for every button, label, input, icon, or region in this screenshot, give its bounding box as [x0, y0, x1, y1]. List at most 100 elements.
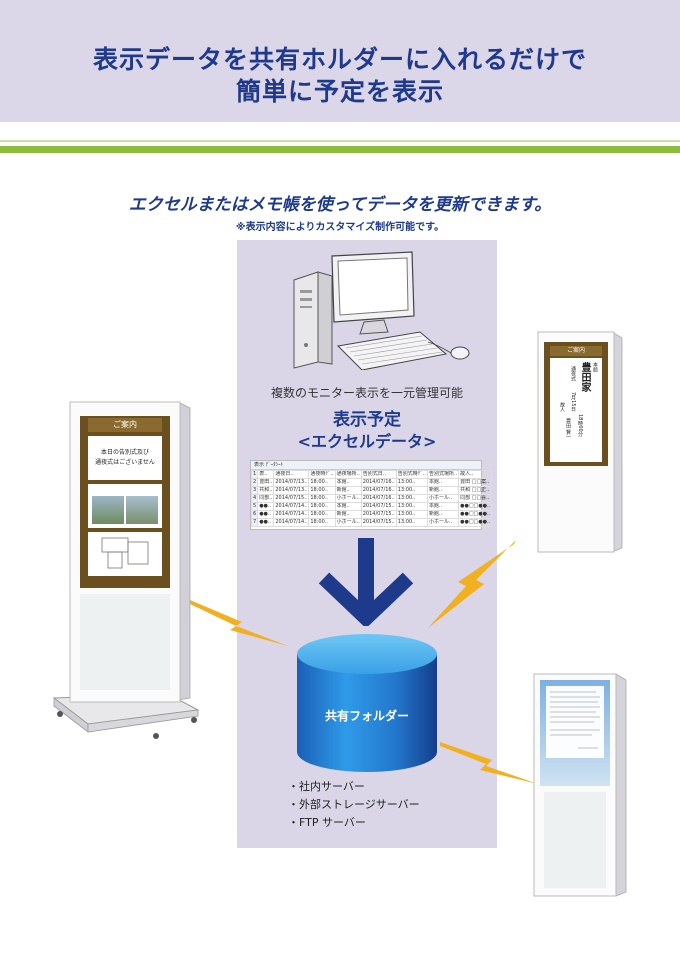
table-header-row: 1 表.. 通夜日.. 通夜時ﾃﾞ.. 通夜場所.. 告別式日.. 告別式時ﾃﾞ…	[250, 470, 493, 479]
table-cell: 本館..	[426, 502, 460, 511]
table-cell: 2014/07/13..	[273, 478, 310, 487]
table-row: 3 共和.. 2014/07/13.. 18:00.. 新館.. 2014/07…	[250, 486, 493, 495]
left-kiosk-message-line: 本日の告別式及び	[100, 449, 149, 456]
table-cell: 新館..	[426, 486, 460, 495]
table-cell: 18:00..	[308, 502, 336, 511]
management-caption: 複数のモニター表示を一元管理可能	[270, 386, 463, 400]
table-header-cell: 通夜日..	[273, 470, 310, 479]
left-kiosk-header: ご案内	[88, 418, 162, 432]
shared-folder-label: 共有フォルダー	[324, 709, 409, 723]
schedule-subtitle: <エクセルデータ>	[297, 432, 437, 451]
table-header-cell: 故人..	[458, 470, 493, 479]
lightning-bolt-icon	[428, 540, 516, 628]
table-cell: ●●□□●●..	[458, 510, 493, 519]
lightning-bolt-icon	[440, 742, 538, 784]
title-line-1: 表示データを共有ホルダーに入れるだけで	[92, 45, 587, 74]
list-item: ・外部ストレージサーバー	[288, 798, 420, 811]
table-cell: 18:00..	[308, 494, 336, 503]
spreadsheet-tab: 表示 ﾃﾞｰﾀｼｰﾄ	[251, 461, 481, 470]
table-row: 2 豊田.. 2014/07/13.. 18:00.. 本館.. 2014/07…	[250, 478, 493, 487]
table-cell: 13:00..	[395, 502, 428, 511]
left-kiosk-map-panel	[88, 532, 162, 576]
left-kiosk: ご案内 本日の告別式及び 通夜式はございません	[48, 398, 203, 743]
right-kiosk-family: 豊田家	[579, 362, 590, 392]
table-row: 5 ●●.. 2014/07/14.. 18:00.. 本館.. 2014/07…	[250, 502, 493, 511]
left-kiosk-message-line: 通夜式はございません	[95, 459, 155, 466]
table-row: 7 ●●.. 2014/07/14.. 18:00.. 小ホール.. 2014/…	[250, 518, 493, 527]
table-cell: 新館..	[334, 486, 362, 495]
right-kiosk-deceased: 豊田 賢一	[565, 418, 571, 440]
subtitle: エクセルまたはメモ帳を使ってデータを更新できます。	[128, 195, 552, 215]
table-cell: 小ホール..	[334, 494, 362, 503]
table-cell: 小ホール..	[426, 494, 460, 503]
right-top-kiosk: ご案内 本館 豊田家 通夜式 7月15日 18時00分 故人 豊田 賢一	[536, 330, 626, 554]
down-arrow-icon	[318, 538, 414, 626]
table-cell: 新館..	[426, 510, 460, 519]
table-cell: 共和 □□正..	[458, 486, 493, 495]
table-cell: 本館..	[334, 478, 362, 487]
page-title: 表示データを共有ホルダーに入れるだけで 簡単に予定を表示	[0, 44, 680, 108]
table-cell: ●●□□●●..	[458, 502, 493, 511]
server-list: ・社内サーバー ・外部ストレージサーバー ・FTP サーバー	[288, 778, 420, 832]
photo-image	[92, 496, 124, 524]
table-cell: 2014/07/15..	[273, 494, 310, 503]
right-kiosk-screen: 本館 豊田家 通夜式 7月15日 18時00分 故人 豊田 賢一	[550, 358, 602, 462]
table-row: 4 同部.. 2014/07/15.. 18:00.. 小ホール.. 2014/…	[250, 494, 493, 503]
table-cell: 小ホール..	[334, 518, 362, 527]
table-cell: 18:00..	[308, 510, 336, 519]
spreadsheet-preview: 表示 ﾃﾞｰﾀｼｰﾄ 1 表.. 通夜日.. 通夜時ﾃﾞ.. 通夜場所.. 告別…	[250, 460, 493, 530]
table-cell: 2014/07/16..	[360, 478, 397, 487]
table-header-cell: 通夜場所..	[334, 470, 362, 479]
table-cell: 2014/07/14..	[273, 502, 310, 511]
table-cell: ●●□□●●..	[458, 518, 493, 527]
right-kiosk-time: 18時00分	[577, 414, 583, 437]
table-cell: 18:00..	[308, 478, 336, 487]
table-header-cell: 告別式場所..	[426, 470, 460, 479]
table-row: 6 ●●.. 2014/07/14.. 18:00.. 新館.. 2014/07…	[250, 510, 493, 519]
table-header-cell: 表..	[257, 470, 275, 479]
table-cell: 13:00..	[395, 494, 428, 503]
left-kiosk-photo-panel	[88, 484, 162, 528]
right-kiosk-header: ご案内	[550, 346, 602, 356]
photo-image	[126, 496, 158, 524]
table-cell: 2014/07/15..	[360, 510, 397, 519]
desktop-computer-icon	[293, 251, 470, 370]
table-cell: 本館..	[334, 502, 362, 511]
schedule-title: 表示予定	[333, 410, 401, 430]
table-cell: 2014/07/16..	[360, 486, 397, 495]
table-cell: 共和..	[257, 486, 275, 495]
customize-note: ※表示内容によりカスタマイズ制作可能です。	[235, 222, 445, 233]
table-cell: 2014/07/13..	[273, 486, 310, 495]
right-bottom-kiosk	[530, 672, 630, 898]
table-cell: 豊田..	[257, 478, 275, 487]
left-kiosk-message: 本日の告別式及び 通夜式はございません	[88, 436, 162, 480]
table-cell: 18:00..	[308, 486, 336, 495]
table-header-cell: 通夜時ﾃﾞ..	[308, 470, 336, 479]
table-cell: 新館..	[334, 510, 362, 519]
list-item: ・FTP サーバー	[288, 816, 366, 829]
table-header-cell: 告別式時ﾃﾞ..	[395, 470, 428, 479]
table-cell: 2014/07/15..	[360, 502, 397, 511]
list-item: ・社内サーバー	[288, 780, 365, 793]
table-cell: ●●..	[257, 502, 275, 511]
table-cell: 2014/07/14..	[273, 518, 310, 527]
table-header-cell: 告別式日..	[360, 470, 397, 479]
table-cell: 13:00..	[395, 478, 428, 487]
title-line-2: 簡単に予定を表示	[235, 77, 444, 106]
table-cell: ●●..	[257, 518, 275, 527]
table-cell: 同部 □□喜..	[458, 494, 493, 503]
header-band	[0, 0, 680, 122]
right-kiosk-date: 7月15日	[570, 392, 576, 412]
table-cell: 13:00..	[395, 486, 428, 495]
divider-green	[0, 146, 680, 153]
divider-thin	[0, 140, 680, 142]
right-kiosk-ceremony: 通夜式	[570, 366, 576, 381]
table-cell: 13:00..	[395, 510, 428, 519]
table-cell: 18:00..	[308, 518, 336, 527]
database-cylinder-icon	[297, 634, 437, 772]
table-cell: 2014/07/15..	[360, 518, 397, 527]
table-cell: 2014/07/14..	[273, 510, 310, 519]
right-kiosk-hall: 本館	[592, 362, 598, 372]
table-cell: 2014/07/16..	[360, 494, 397, 503]
right-kiosk-deceased-label: 故人	[559, 402, 565, 412]
